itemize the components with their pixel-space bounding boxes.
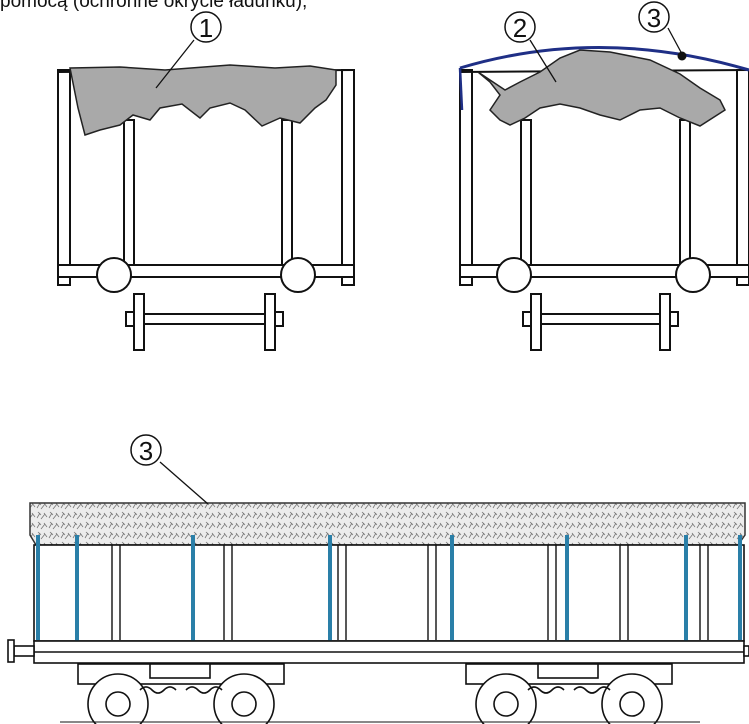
cargo-load-1 — [69, 64, 337, 136]
svg-text:2: 2 — [513, 13, 527, 43]
cargo-load-2 — [477, 49, 726, 127]
tarpaulin — [29, 502, 746, 546]
left-post — [123, 119, 135, 273]
end-view-covered — [459, 49, 749, 351]
buffers — [7, 639, 749, 663]
callout-1: 1 — [155, 11, 222, 89]
bogie-left — [77, 663, 285, 724]
cover-left-drop — [458, 67, 464, 111]
callout-2: 2 — [504, 11, 557, 83]
svg-text:3: 3 — [139, 436, 153, 466]
cover-fastening-point — [677, 51, 687, 61]
left-bearing — [496, 257, 532, 293]
svg-text:3: 3 — [647, 3, 661, 33]
bogie-right — [465, 663, 673, 724]
stanchions — [36, 535, 742, 645]
side-wall — [33, 544, 745, 642]
left-bearing — [96, 257, 132, 293]
cover-line — [459, 46, 749, 72]
svg-text:1: 1 — [199, 13, 213, 43]
right-wall — [341, 69, 355, 286]
left-wall — [459, 69, 473, 286]
left-post — [520, 119, 532, 273]
right-post — [281, 119, 293, 273]
end-view-uncovered — [57, 64, 355, 351]
partial-caption: pomocą (ochronne okrycie ładunku); — [0, 0, 308, 12]
wall-posts — [111, 545, 709, 640]
right-wall — [736, 69, 749, 286]
right-post — [679, 119, 691, 273]
side-view-wagon — [7, 502, 749, 724]
left-wall — [57, 69, 71, 286]
wheelset-1 — [125, 293, 284, 351]
right-bearing — [675, 257, 711, 293]
underframe — [57, 264, 355, 278]
callout-3-bottom: 3 — [130, 434, 209, 505]
wheelset-2 — [522, 293, 679, 351]
right-bearing — [280, 257, 316, 293]
callout-3-top: 3 — [638, 1, 683, 55]
